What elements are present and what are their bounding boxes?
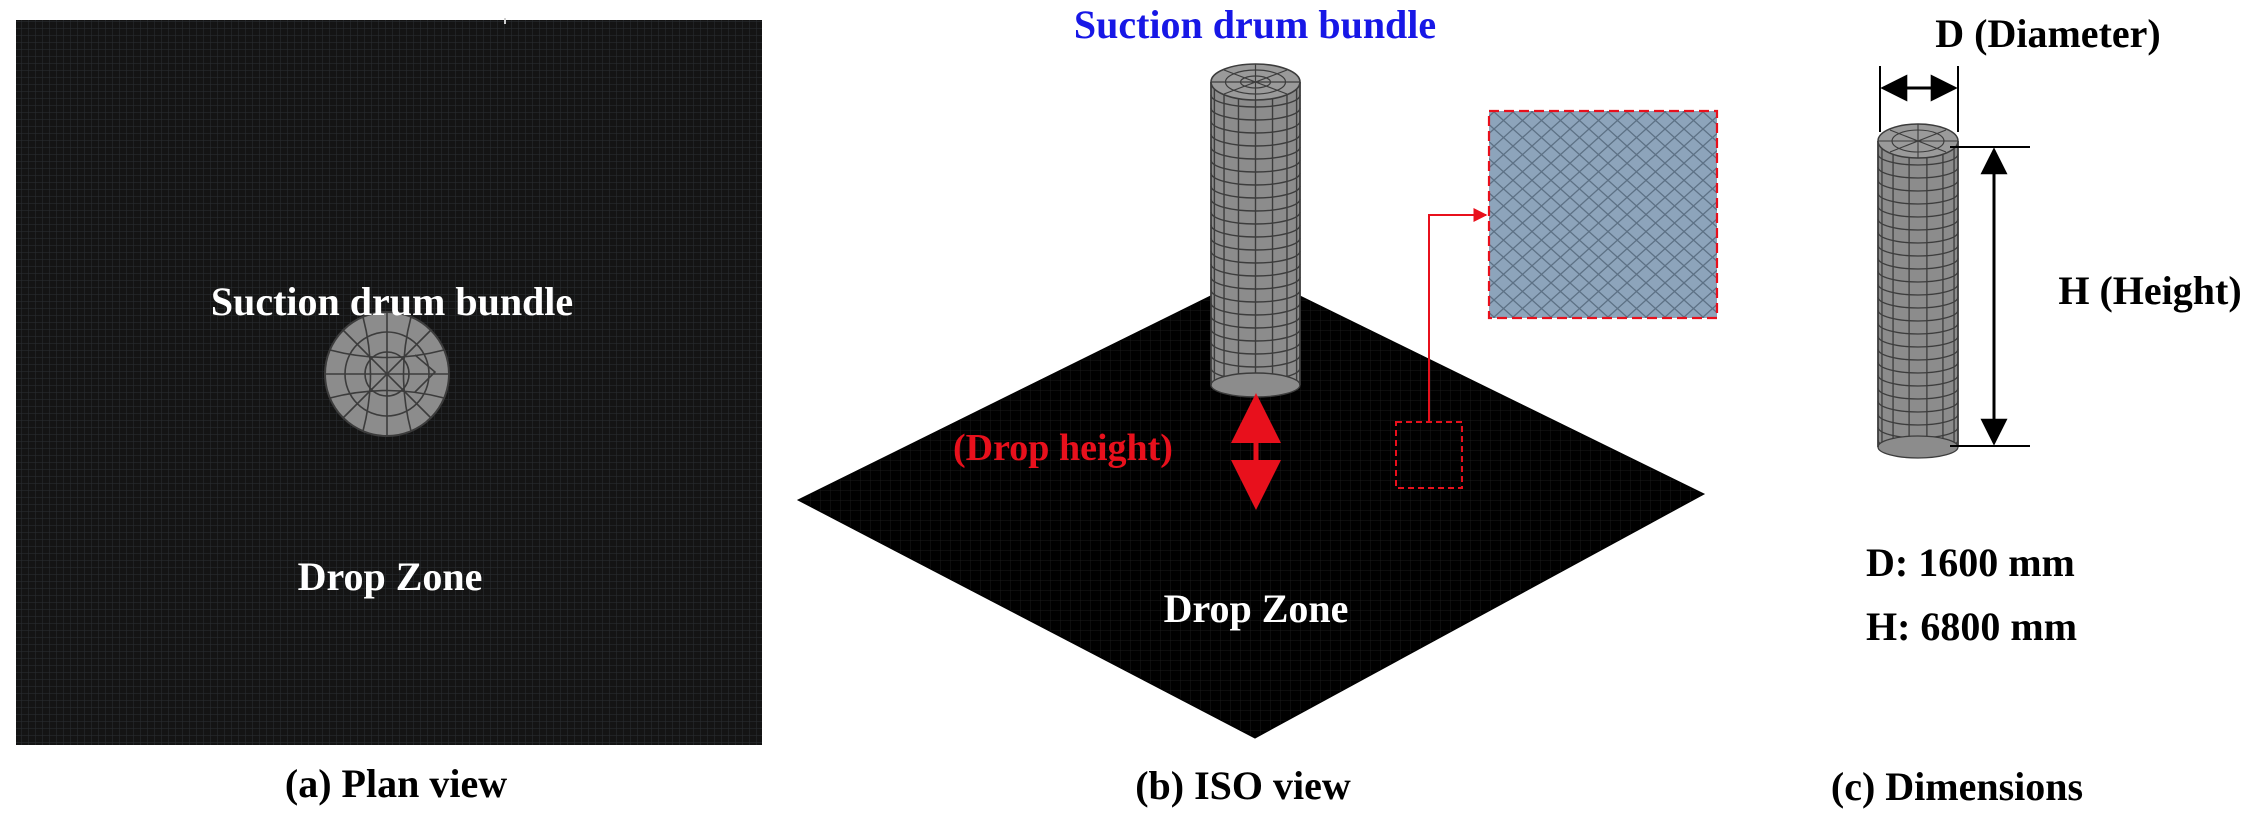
plan-zone-label: Drop Zone [298, 554, 483, 599]
suction-drum-iso [1210, 63, 1301, 398]
drop-height-label: (Drop height) [953, 427, 1173, 469]
caption-b: (b) ISO view [1135, 763, 1351, 808]
zoom-leader-line [1428, 208, 1488, 422]
height-value: H: 6800 mm [1866, 604, 2077, 649]
iso-object-label: Suction drum bundle [1074, 2, 1436, 47]
diameter-label: D (Diameter) [1935, 11, 2160, 56]
panel-c-dimensions: D (Diameter) H (Height) D: 1600 mm H: 68… [1831, 11, 2242, 809]
iso-zone-label: Drop Zone [1164, 586, 1349, 631]
caption-c: (c) Dimensions [1831, 764, 2083, 809]
height-label: H (Height) [2058, 268, 2241, 313]
panel-a-plan-view: Suction drum bundle Drop Zone (a) Plan v… [16, 18, 762, 806]
suction-drum-top-mesh [324, 311, 450, 437]
panel-b-iso-view: (Drop height) Suction drum bundle Drop Z… [796, 2, 1719, 808]
zoomed-mesh-inset [1487, 109, 1719, 320]
diameter-value: D: 1600 mm [1866, 540, 2075, 585]
suction-drum-side [1877, 123, 1959, 459]
caption-a: (a) Plan view [285, 761, 507, 806]
plan-object-label: Suction drum bundle [211, 279, 573, 324]
